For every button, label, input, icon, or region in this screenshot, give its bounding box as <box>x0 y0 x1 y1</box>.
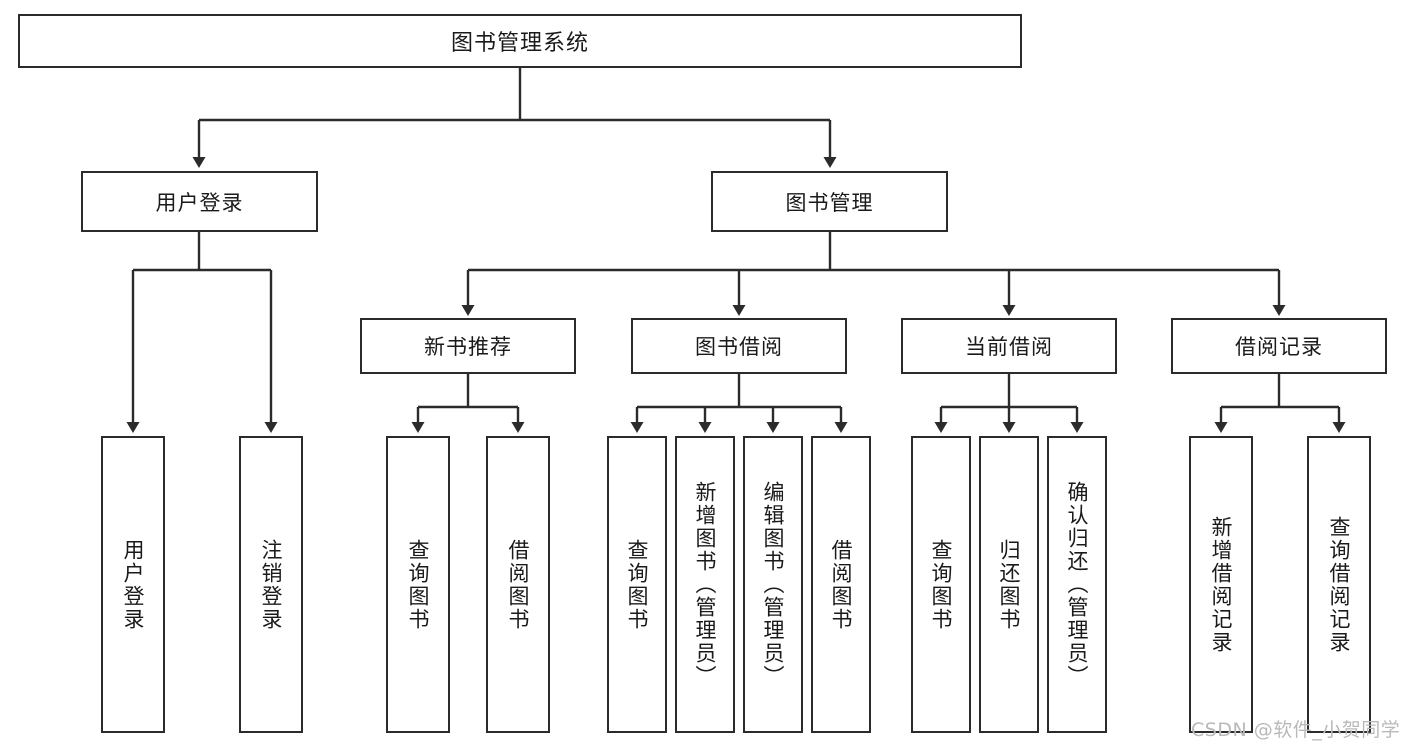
leaf-query-book-current[interactable]: 查询图书 <box>911 436 971 733</box>
node-new-book-recommend[interactable]: 新书推荐 <box>360 318 576 374</box>
node-borrow-record[interactable]: 借阅记录 <box>1171 318 1387 374</box>
node-current-borrow[interactable]: 当前借阅 <box>901 318 1117 374</box>
leaf-borrow-book-recommend[interactable]: 借阅图书 <box>486 436 550 733</box>
node-label: 确认归还（管理员） <box>1065 481 1090 688</box>
node-label: 归还图书 <box>997 538 1022 631</box>
node-label: 新增图书（管理员） <box>693 481 718 688</box>
node-label: 图书管理系统 <box>450 31 589 56</box>
node-user-login[interactable]: 用户登录 <box>81 171 318 232</box>
leaf-return-book[interactable]: 归还图书 <box>979 436 1039 733</box>
node-label: 当前借阅 <box>965 335 1053 359</box>
leaf-edit-book-admin[interactable]: 编辑图书（管理员） <box>743 436 803 733</box>
node-label: 借阅图书 <box>506 538 531 631</box>
node-label: 编辑图书（管理员） <box>761 481 786 688</box>
node-label: 用户登录 <box>121 538 146 631</box>
leaf-query-book-recommend[interactable]: 查询图书 <box>386 436 450 733</box>
node-label: 新增借阅记录 <box>1209 515 1234 654</box>
node-label: 图书借阅 <box>695 335 783 359</box>
leaf-borrow-book[interactable]: 借阅图书 <box>811 436 871 733</box>
node-book-borrow[interactable]: 图书借阅 <box>631 318 847 374</box>
leaf-logout[interactable]: 注销登录 <box>239 436 303 733</box>
leaf-query-borrow-record[interactable]: 查询借阅记录 <box>1307 436 1371 733</box>
node-label: 借阅记录 <box>1235 335 1323 359</box>
leaf-user-login[interactable]: 用户登录 <box>101 436 165 733</box>
node-label: 注销登录 <box>259 538 284 631</box>
node-label: 用户登录 <box>155 190 244 215</box>
leaf-confirm-return-admin[interactable]: 确认归还（管理员） <box>1047 436 1107 733</box>
node-label: 图书管理 <box>785 190 874 215</box>
node-label: 查询图书 <box>929 538 954 631</box>
node-book-management[interactable]: 图书管理 <box>711 171 948 232</box>
leaf-add-borrow-record[interactable]: 新增借阅记录 <box>1189 436 1253 733</box>
node-label: 查询图书 <box>625 538 650 631</box>
leaf-query-book-borrow[interactable]: 查询图书 <box>607 436 667 733</box>
node-label: 查询图书 <box>406 538 431 631</box>
watermark-csdn: CSDN @软件_小贺同学 <box>1191 719 1401 741</box>
node-label: 新书推荐 <box>424 335 512 359</box>
node-label: 查询借阅记录 <box>1327 515 1352 654</box>
node-root-book-management-system[interactable]: 图书管理系统 <box>18 14 1022 68</box>
node-label: 借阅图书 <box>829 538 854 631</box>
leaf-add-book-admin[interactable]: 新增图书（管理员） <box>675 436 735 733</box>
